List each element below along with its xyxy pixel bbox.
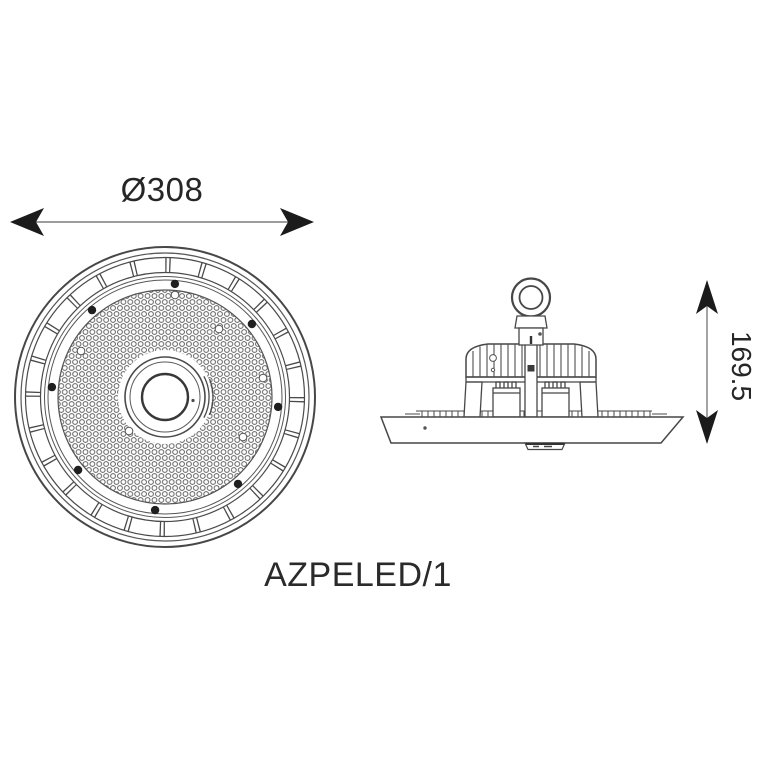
eye-bolt bbox=[510, 277, 552, 346]
arrowhead-up-icon bbox=[696, 280, 718, 314]
screw-dot bbox=[47, 382, 57, 392]
screw-dot bbox=[233, 479, 243, 489]
side-view-drawing bbox=[379, 277, 685, 451]
screw-dot bbox=[247, 319, 257, 329]
screw-dot bbox=[73, 465, 83, 475]
product-code-label: AZPELED/1 bbox=[264, 556, 452, 594]
arrowhead-left-icon bbox=[10, 208, 44, 236]
screw-dot bbox=[273, 402, 283, 412]
fixing-screws bbox=[47, 279, 283, 515]
heatsink-detail-holes bbox=[489, 354, 497, 373]
screw-dot bbox=[150, 505, 160, 515]
center-hub bbox=[124, 356, 214, 438]
lens-detail-rings bbox=[76, 290, 268, 442]
arrowhead-right-icon bbox=[280, 208, 314, 236]
hub-side-clip bbox=[203, 375, 210, 419]
screw-dot bbox=[87, 305, 97, 315]
diameter-dimension-label: Ø308 bbox=[120, 171, 204, 208]
center-column bbox=[524, 343, 538, 418]
front-view-drawing bbox=[14, 246, 316, 548]
eye-bolt-nut bbox=[514, 315, 548, 329]
height-dimension-arrow bbox=[696, 280, 718, 444]
screw-dot bbox=[170, 279, 180, 289]
arrowhead-down-icon bbox=[696, 410, 718, 444]
segmented-trim-ring bbox=[25, 257, 305, 537]
dish-body bbox=[379, 416, 685, 451]
height-dimension-label: 169.5 bbox=[726, 330, 757, 402]
dish-dot bbox=[423, 426, 427, 430]
driver-blocks bbox=[492, 381, 570, 418]
diameter-dimension-arrow bbox=[10, 208, 314, 236]
